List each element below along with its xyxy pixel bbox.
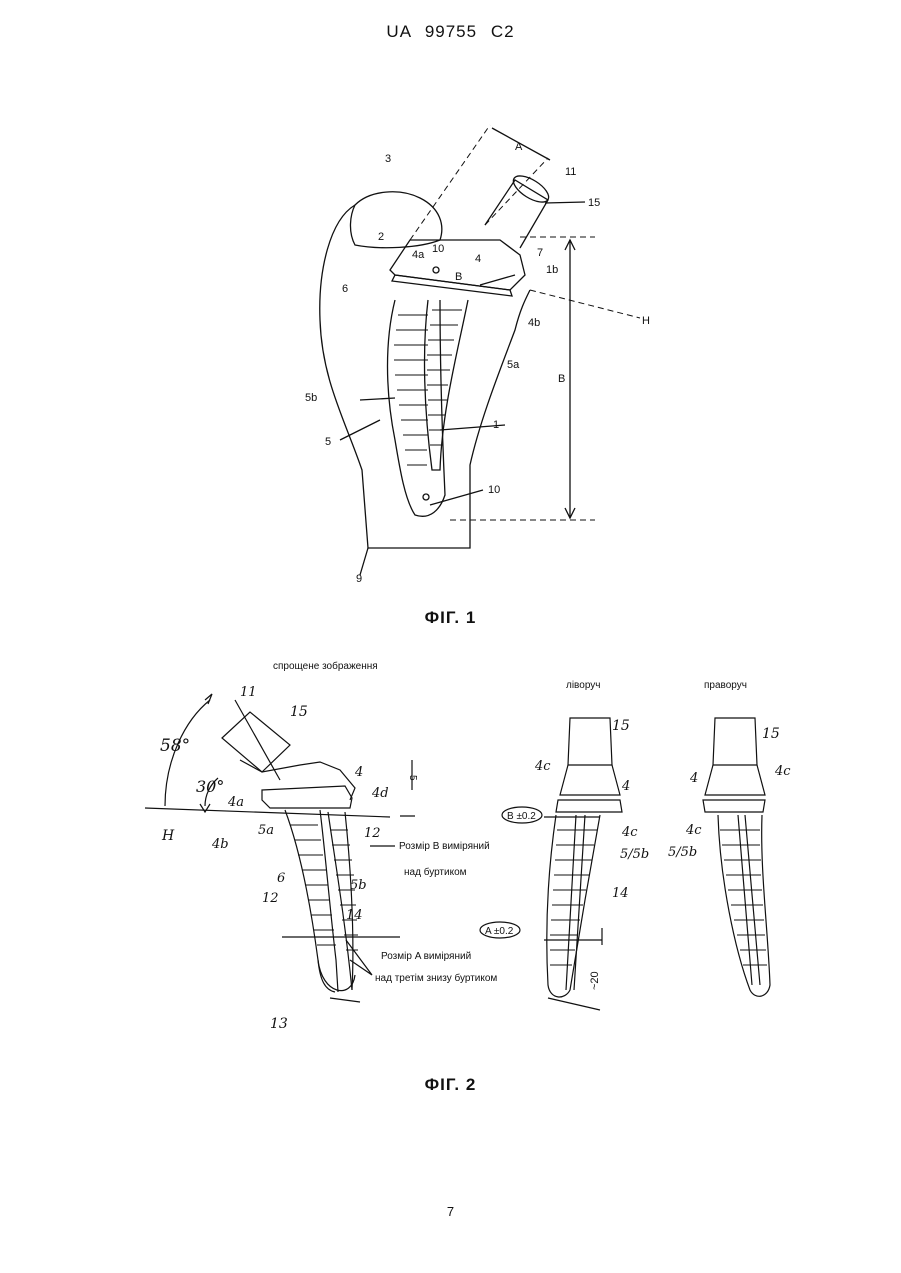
fig2-label-4-right: 4 [689,771,698,786]
figure-2-labels: 58° 30° 11 15 15 15 4a 4b 4 4d 5 5a 5b 6… [160,685,791,1032]
fig2-label-5-5b-left: 5/5b [620,847,649,862]
simplified-stem-left [285,810,335,992]
fig2-label-12-right: 12 [364,826,381,841]
fig2-label-4: 4 [354,765,363,780]
right-stem [718,815,770,996]
right-neck-15 [713,718,757,765]
angle-30: 30° [196,777,224,796]
fig2-label-5: 5 [407,775,418,781]
fig2-label-11: 11 [240,685,257,700]
fig2-label-4c-right-bottom: 4c [685,823,702,838]
fig2-label-4c-right-top: 4c [774,764,791,779]
angle-58: 58° [160,736,190,756]
tolerance-b: B ±0.2 [507,811,536,822]
fig2-label-13: 13 [270,1016,288,1032]
fig2-label-12-left: 12 [262,891,279,906]
page-number: 7 [0,1204,901,1219]
simplified-neck-15 [222,712,290,772]
left-neck-15 [568,718,612,765]
fig2-label-14-left: 14 [612,886,629,901]
fig2-label-6: 6 [277,871,285,886]
fig2-label-14: 14 [346,908,363,923]
fig2-label-h: H [161,828,175,844]
fig2-label-4b: 4b [211,837,229,852]
fig2-label-15-left: 15 [290,704,308,720]
figure-2-caption: ФІГ. 2 [0,1075,901,1095]
fig2-label-5b: 5b [350,878,367,893]
fig2-label-5a: 5a [258,823,274,838]
fig2-label-4c-left-top: 4c [534,759,551,774]
fig2-label-4a: 4a [227,795,244,810]
fig2-label-4d: 4d [371,786,389,801]
fig2-label-15-right: 15 [762,726,780,742]
tolerance-a: A ±0.2 [485,926,514,937]
fig2-label-15-mid: 15 [612,718,630,734]
fig2-label-4c-left-bottom: 4c [621,825,638,840]
fig2-label-4-left: 4 [621,779,630,794]
left-stem [547,815,600,997]
approx-20-dimension: ~20 [589,971,601,990]
fig2-label-5-5b-right: 5/5b [668,845,697,860]
